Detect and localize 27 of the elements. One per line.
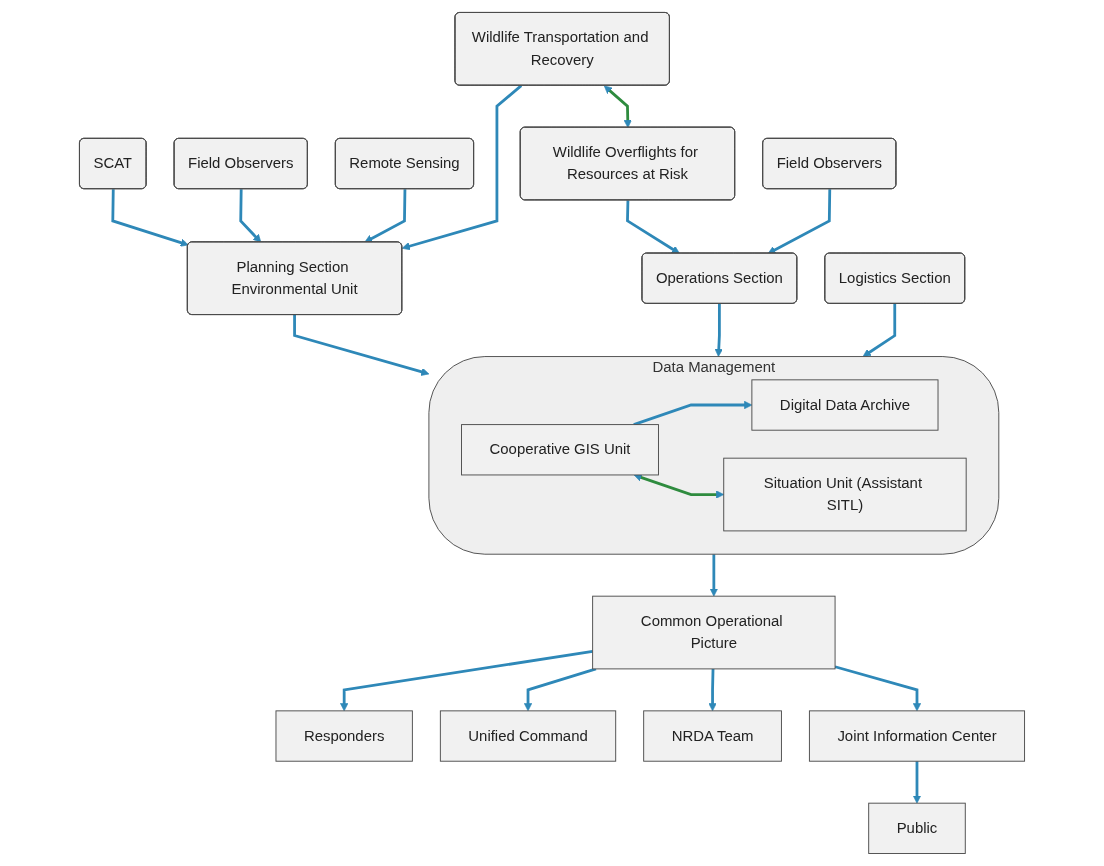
arrow <box>912 761 922 804</box>
arrow <box>709 554 718 597</box>
arrow <box>708 668 717 712</box>
node-box: Unified Command <box>439 710 617 762</box>
arrow <box>626 200 680 254</box>
arrow <box>293 314 430 376</box>
arrow <box>364 189 407 243</box>
arrow <box>633 473 725 499</box>
arrow <box>340 649 593 712</box>
arrow <box>862 303 897 357</box>
arrow <box>401 84 523 251</box>
node-box: Cooperative GIS Unit <box>461 424 659 476</box>
arrow <box>111 189 189 247</box>
arrow <box>239 189 262 243</box>
node-box: Responders <box>275 710 413 762</box>
arrow <box>633 400 753 426</box>
node-box: Situation Unit (Assistant SITL) <box>723 457 967 532</box>
arrow <box>603 85 632 128</box>
node-box: Joint Information Center <box>808 710 1025 762</box>
node-box: NRDA Team <box>643 710 782 762</box>
arrow <box>767 189 832 254</box>
node-box: Digital Data Archive <box>751 379 939 431</box>
node-box: Common Operational Picture <box>592 595 836 670</box>
arrow <box>714 303 723 357</box>
node-box: Public <box>868 802 966 854</box>
arrow <box>523 667 597 712</box>
arrow <box>834 665 922 712</box>
